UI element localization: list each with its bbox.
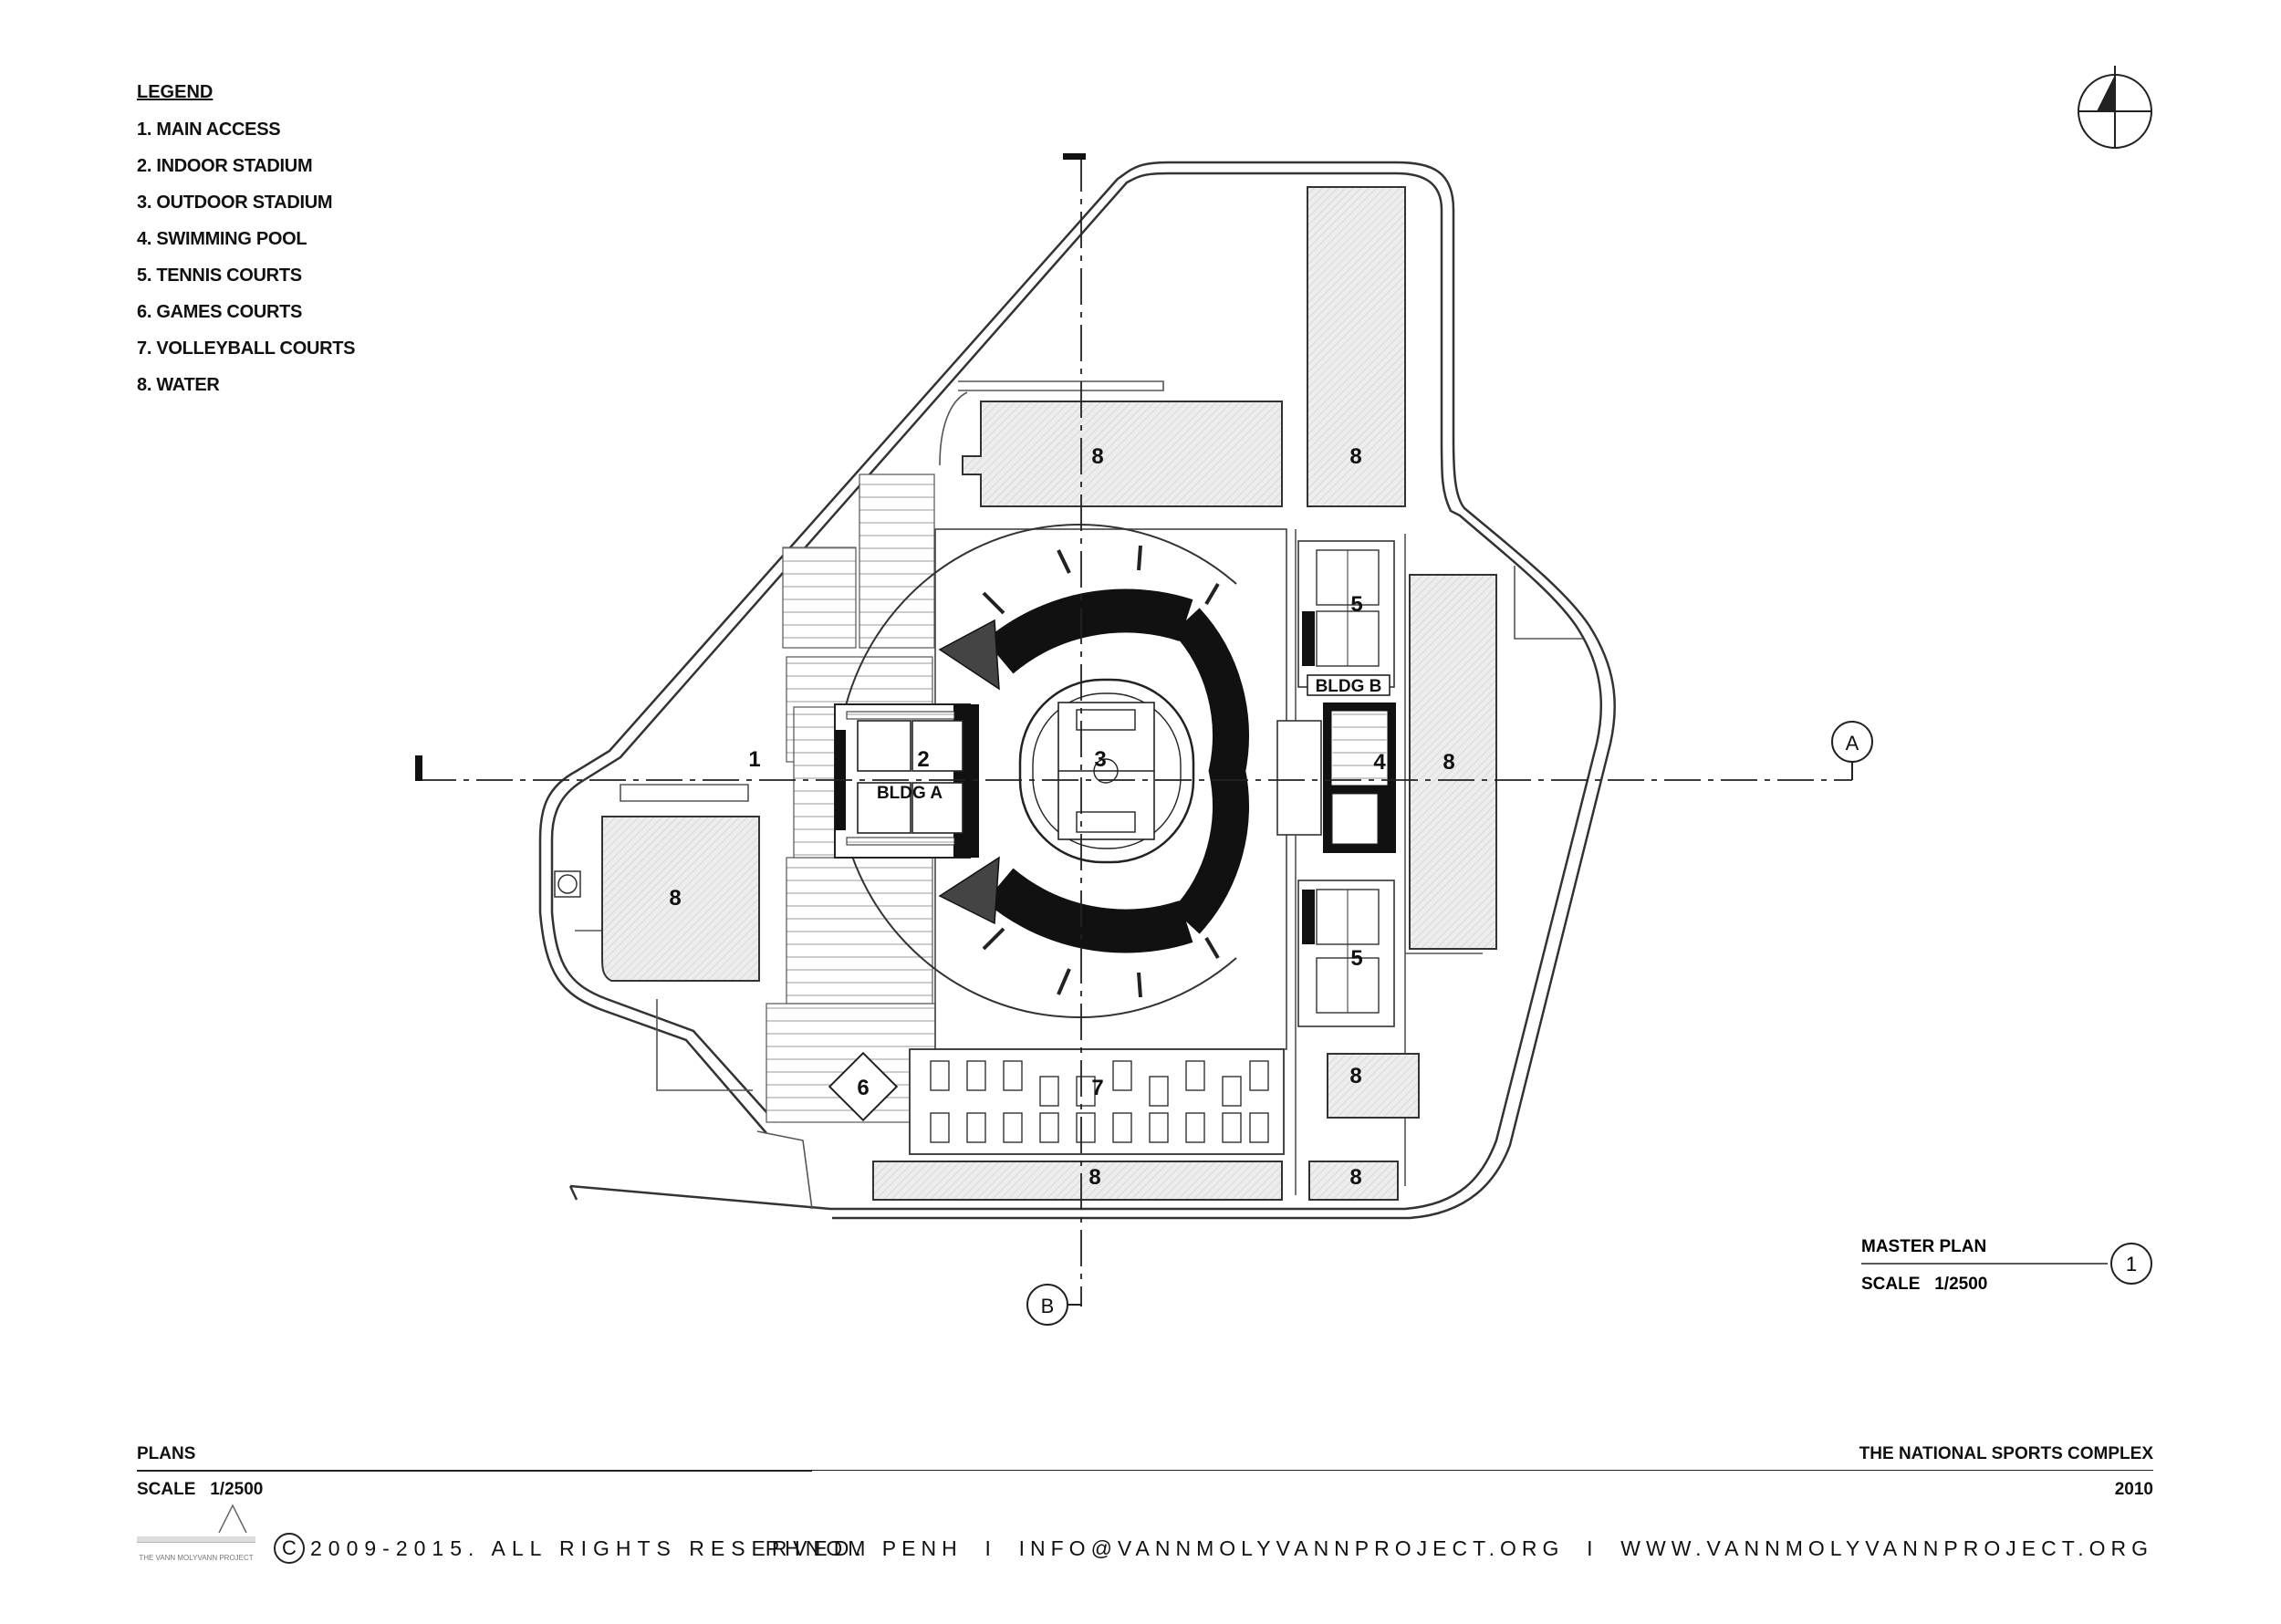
- terrace-steps: [782, 547, 857, 649]
- label-water-northeast: 8: [1349, 444, 1361, 469]
- drawing-number: 1: [2126, 1253, 2137, 1275]
- water-north: [962, 401, 1283, 507]
- games-court: [828, 1051, 899, 1122]
- title-block-rule-thick: [137, 1470, 812, 1472]
- title-block-plans: PLANS: [137, 1444, 196, 1463]
- footer-copyright: 2009-2015. ALL RIGHTS RESERVED.: [310, 1536, 868, 1560]
- section-b-marker: [1026, 1284, 1068, 1326]
- label-tennis-south: 5: [1350, 946, 1362, 971]
- label-bldg-a: BLDG A: [877, 784, 943, 803]
- legend-item-indoor-stadium: 2. INDOOR STADIUM: [137, 156, 313, 176]
- terrace-steps: [859, 474, 935, 649]
- legend-item-tennis-courts: 5. TENNIS COURTS: [137, 265, 302, 286]
- water-west: [601, 816, 760, 982]
- drawing-title: MASTER PLAN SCALE 1/2500 1: [1861, 1237, 2152, 1294]
- label-swimming-pool: 4: [1373, 750, 1386, 775]
- label-tennis-north: 5: [1350, 592, 1362, 617]
- legend-item-volleyball-courts: 7. VOLLEYBALL COURTS: [137, 338, 356, 359]
- legend-item-games-courts: 6. GAMES COURTS: [137, 302, 303, 322]
- label-outdoor-stadium: 3: [1094, 747, 1106, 772]
- title-block-year: 2010: [2114, 1480, 2153, 1499]
- drawing-title-name: MASTER PLAN: [1861, 1237, 1986, 1256]
- building-b: [1276, 540, 1396, 1027]
- section-b-label: B: [1041, 1295, 1055, 1317]
- copyright-icon: C: [274, 1533, 305, 1564]
- building-a: [834, 703, 979, 859]
- water-northeast: [1307, 186, 1406, 507]
- title-block-project-name: THE NATIONAL SPORTS COMPLEX: [1859, 1444, 2153, 1463]
- legend-item-outdoor-stadium: 3. OUTDOOR STADIUM: [137, 193, 333, 213]
- section-a-label: A: [1846, 732, 1859, 755]
- section-lines: [420, 155, 1852, 1305]
- title-block-rule: [137, 1470, 2153, 1471]
- site-boundary: [538, 161, 1616, 1220]
- north-arrow-icon: [2078, 66, 2152, 149]
- water-east: [1409, 574, 1497, 950]
- footer-contact: PHNOM PENH I INFO@VANNMOLYVANNPROJECT.OR…: [765, 1536, 2153, 1560]
- legend-item-water: 8. WATER: [137, 375, 220, 395]
- label-volleyball: 7: [1091, 1076, 1103, 1100]
- water-south-east-small: [1308, 1161, 1399, 1201]
- drawing-title-scale: SCALE 1/2500: [1861, 1275, 1987, 1294]
- label-main-access: 1: [748, 747, 760, 772]
- label-water-south-small: 8: [1349, 1165, 1361, 1190]
- legend-list: 1. MAIN ACCESS 2. INDOOR STADIUM 3. OUTD…: [137, 119, 356, 411]
- volleyball-courts: [909, 1048, 1285, 1155]
- section-a-marker: [1831, 721, 1873, 763]
- label-water-east: 8: [1443, 750, 1454, 775]
- title-block-scale: SCALE 1/2500: [137, 1480, 264, 1499]
- label-indoor-stadium: 2: [917, 747, 929, 772]
- outdoor-stadium: [836, 524, 1249, 1018]
- label-games-courts: 6: [857, 1076, 869, 1100]
- water-southeast: [1327, 1053, 1420, 1119]
- legend-title: LEGEND: [137, 82, 214, 102]
- label-water-north: 8: [1091, 444, 1103, 469]
- legend-item-main-access: 1. MAIN ACCESS: [137, 120, 281, 140]
- legend-item-swimming-pool: 4. SWIMMING POOL: [137, 229, 307, 249]
- water-south: [872, 1161, 1283, 1201]
- water-bodies: [601, 186, 1497, 1201]
- label-water-southeast: 8: [1349, 1064, 1361, 1088]
- terrace-steps: [786, 857, 933, 1005]
- label-water-south: 8: [1088, 1165, 1100, 1190]
- label-water-west: 8: [669, 886, 681, 911]
- label-bldg-b: BLDG B: [1316, 677, 1382, 696]
- logo-icon: THE VANN MOLYVANN PROJECT: [137, 1504, 255, 1562]
- svg-text:THE VANN MOLYVANN PROJECT: THE VANN MOLYVANN PROJECT: [139, 1554, 253, 1562]
